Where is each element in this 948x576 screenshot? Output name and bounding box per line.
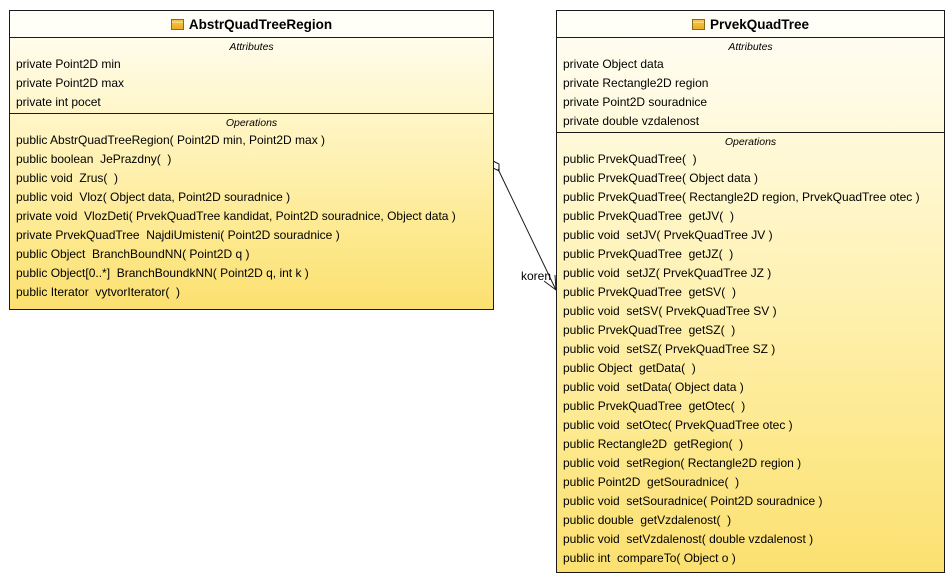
operations-compartment: Operations public AbstrQuadTreeRegion( P… <box>10 114 493 303</box>
operation-row: public PrvekQuadTree getSV( ) <box>563 285 736 299</box>
attribute-row: private double vzdalenost <box>563 114 700 128</box>
attribute-row: private Point2D max <box>16 76 125 90</box>
operations-compartment: Operations public PrvekQuadTree( ) public… <box>557 133 944 569</box>
operation-row: public PrvekQuadTree getSZ( ) <box>563 323 736 337</box>
association-role-label: koren <box>521 269 552 283</box>
attribute-row: private Object data <box>563 57 664 71</box>
operation-row: public PrvekQuadTree getJZ( ) <box>563 247 734 261</box>
class-header: PrvekQuadTree <box>557 11 944 38</box>
operation-row: public Object BranchBoundNN( Point2D q ) <box>16 247 250 261</box>
attributes-title: Attributes <box>728 41 773 53</box>
class-prvekquadtree[interactable]: PrvekQuadTree Attributes private Object … <box>556 10 945 573</box>
operation-row: public void setVzdalenost( double vzdale… <box>563 532 814 546</box>
class-icon <box>691 18 705 30</box>
operations-title: Operations <box>225 117 278 129</box>
operation-row: public PrvekQuadTree( Rectangle2D region… <box>563 190 920 204</box>
operation-row: public void setSV( PrvekQuadTree SV ) <box>563 304 777 318</box>
operation-row: public void setOtec( PrvekQuadTree otec … <box>563 418 793 432</box>
attributes-title: Attributes <box>229 41 274 53</box>
operation-row: public PrvekQuadTree getJV( ) <box>563 209 734 223</box>
class-name: PrvekQuadTree <box>709 16 810 32</box>
attribute-row: private int pocet <box>16 95 101 109</box>
attribute-row: private Rectangle2D region <box>563 76 709 90</box>
operation-row: public Iterator vytvorIterator( ) <box>16 285 181 299</box>
operations-title: Operations <box>724 136 777 148</box>
class-header: AbstrQuadTreeRegion <box>10 11 493 38</box>
operation-row: public void setJV( PrvekQuadTree JV ) <box>563 228 773 242</box>
attribute-row: private Point2D souradnice <box>563 95 708 109</box>
operation-row: public double getVzdalenost( ) <box>563 513 732 527</box>
operation-row: public AbstrQuadTreeRegion( Point2D min,… <box>16 133 326 147</box>
operation-row: public Object getData( ) <box>563 361 696 375</box>
operation-row: public void setData( Object data ) <box>563 380 744 394</box>
attribute-row: private Point2D min <box>16 57 121 71</box>
class-icon <box>170 18 184 30</box>
operation-row: public Point2D getSouradnice( ) <box>563 475 740 489</box>
operation-row: public void setSZ( PrvekQuadTree SZ ) <box>563 342 776 356</box>
operation-row: public boolean JePrazdny( ) <box>16 152 172 166</box>
operation-row: public PrvekQuadTree getOtec( ) <box>563 399 746 413</box>
operation-row: public Object[0..*] BranchBoundkNN( Poin… <box>16 266 309 280</box>
operation-row: private PrvekQuadTree NajdiUmisteni( Poi… <box>16 228 340 242</box>
operation-row: public PrvekQuadTree( ) <box>563 152 697 166</box>
operation-row: public Rectangle2D getRegion( ) <box>563 437 744 451</box>
association-line <box>497 168 557 291</box>
operation-row: public int compareTo( Object o ) <box>563 551 736 565</box>
operation-row: public void setRegion( Rectangle2D regio… <box>563 456 802 470</box>
attributes-compartment: Attributes private Point2D min private Po… <box>10 38 493 114</box>
class-name: AbstrQuadTreeRegion <box>188 16 333 32</box>
attributes-compartment: Attributes private Object data private Re… <box>557 38 944 133</box>
operation-row: public void Zrus( ) <box>16 171 119 185</box>
class-abstrquadtreeregion[interactable]: AbstrQuadTreeRegion Attributes private P… <box>9 10 494 310</box>
operation-row: public PrvekQuadTree( Object data ) <box>563 171 758 185</box>
operation-row: private void VlozDeti( PrvekQuadTree kan… <box>16 209 456 223</box>
operation-row: public void Vloz( Object data, Point2D s… <box>16 190 291 204</box>
operation-row: public void setJZ( PrvekQuadTree JZ ) <box>563 266 772 280</box>
operation-row: public void setSouradnice( Point2D soura… <box>563 494 823 508</box>
